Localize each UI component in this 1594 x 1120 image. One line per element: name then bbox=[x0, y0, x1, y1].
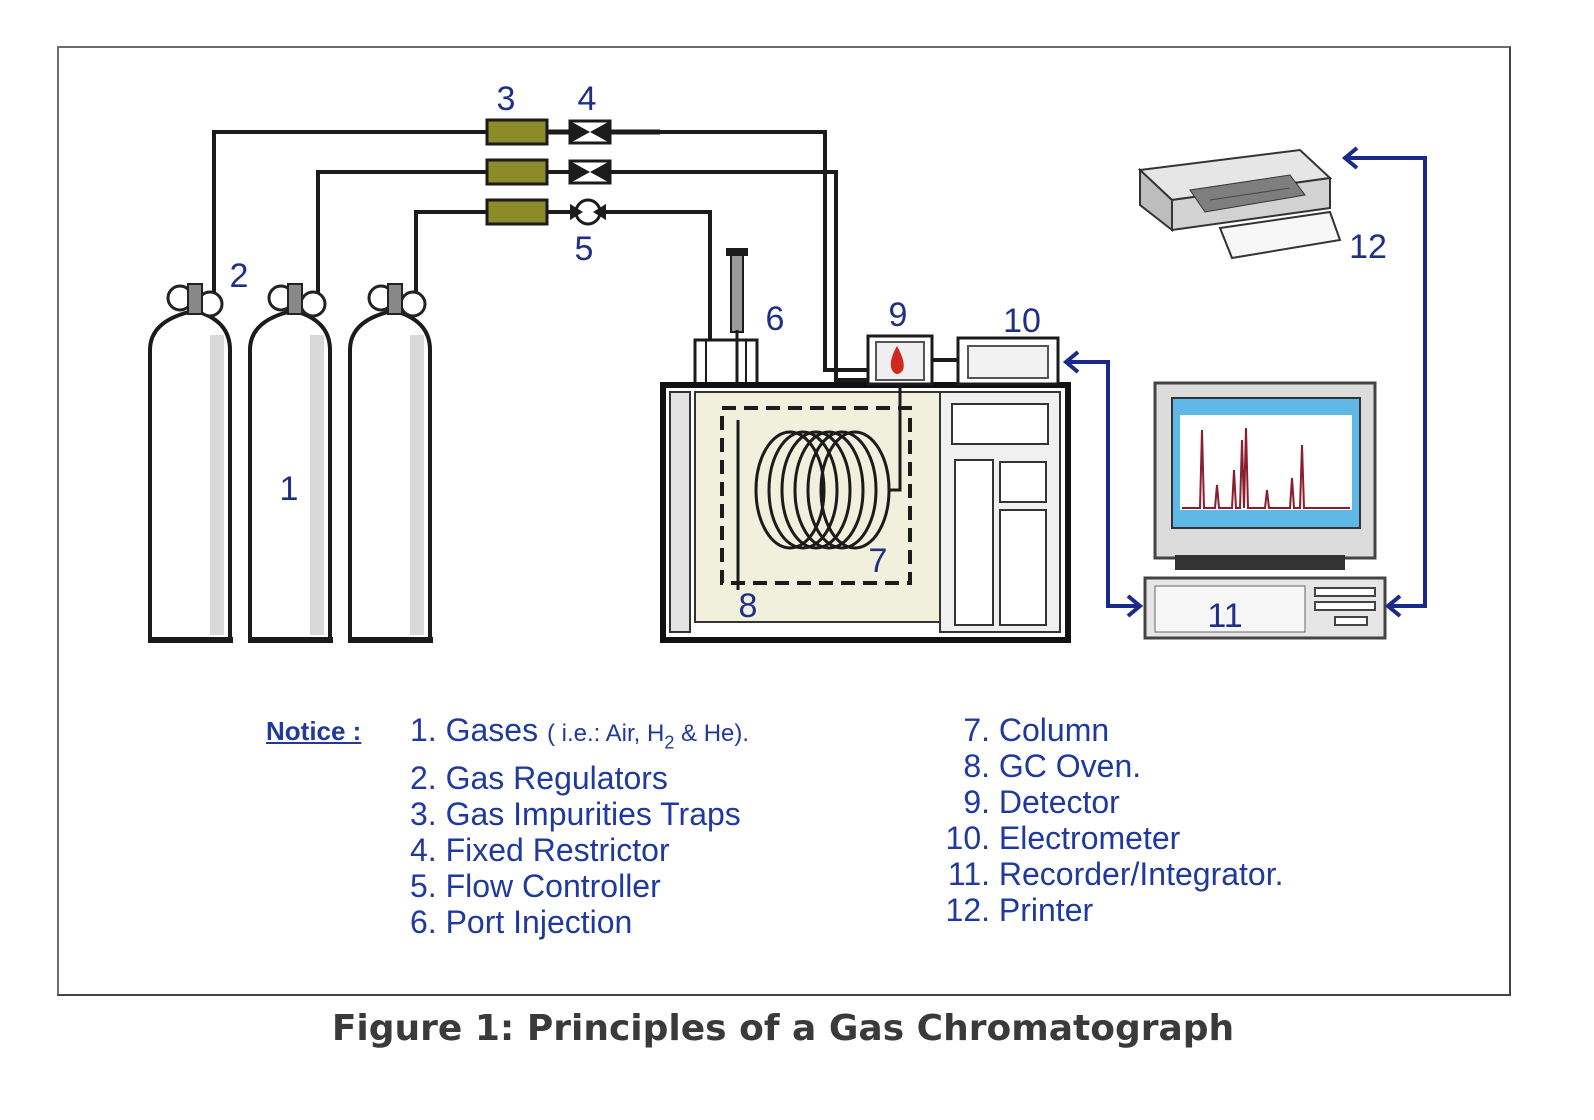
legend-num: 5. bbox=[410, 868, 437, 905]
label-11: 11 bbox=[1207, 597, 1242, 635]
electrometer bbox=[956, 336, 1060, 386]
flame-icon bbox=[890, 346, 904, 374]
impurity-traps bbox=[485, 118, 549, 226]
label-2: 2 bbox=[230, 257, 249, 295]
legend-sub-3: & He). bbox=[674, 720, 750, 747]
legend-num: 1. bbox=[410, 712, 437, 748]
legend-item-7: 7. Column bbox=[942, 712, 1283, 748]
legend-text: GC Oven. bbox=[998, 748, 1142, 784]
label-3: 3 bbox=[497, 80, 516, 118]
injection-port bbox=[693, 248, 759, 590]
legend-text: Port Injection bbox=[445, 904, 633, 941]
gc-oven bbox=[660, 382, 1071, 643]
legend-right: 7. Column 8. GC Oven. 9. Detector 10. El… bbox=[942, 712, 1284, 928]
gas-cylinders bbox=[148, 283, 433, 643]
label-12: 12 bbox=[1349, 228, 1387, 266]
legend-num: 3. bbox=[410, 796, 437, 833]
legend-sub: ( i.e.: Air, H bbox=[546, 720, 665, 747]
gas-cylinder-3 bbox=[348, 283, 433, 643]
legend-num: 6. bbox=[410, 904, 437, 941]
detector bbox=[866, 334, 960, 386]
legend-text: Fixed Restrictor bbox=[445, 832, 670, 869]
legend-num: 2. bbox=[410, 760, 437, 797]
label-5: 5 bbox=[575, 230, 594, 268]
printer bbox=[1137, 148, 1342, 260]
legend-item-3: 3. Gas Impurities Traps bbox=[410, 796, 749, 832]
legend-item-1: 1. Gases ( i.e.: Air, H2 & He). bbox=[410, 712, 749, 760]
restrictor-valve-1 bbox=[568, 119, 612, 145]
trap-1 bbox=[485, 118, 549, 146]
legend-text: Gas Impurities Traps bbox=[445, 796, 741, 833]
component-labels: 1 2 3 4 5 6 7 8 9 10 11 12 bbox=[230, 80, 1387, 635]
legend-item-11: 11. Recorder/Integrator. bbox=[942, 856, 1284, 892]
fixed-restrictors bbox=[568, 119, 612, 185]
signal-lines bbox=[1062, 146, 1427, 618]
legend-text: Printer bbox=[998, 892, 1094, 928]
chromatogram-trace bbox=[1182, 427, 1350, 509]
legend-item-4: 4. Fixed Restrictor bbox=[410, 832, 749, 868]
label-8: 8 bbox=[739, 587, 758, 625]
legend-num: 4. bbox=[410, 832, 437, 869]
gas-cylinder-2 bbox=[248, 283, 333, 643]
gas-cylinder-1 bbox=[148, 283, 233, 643]
label-4: 4 bbox=[578, 80, 597, 118]
label-6: 6 bbox=[766, 300, 785, 338]
column-coil bbox=[736, 385, 902, 590]
legend-text: Gases bbox=[445, 712, 539, 748]
gas-lines bbox=[212, 129, 872, 382]
legend-sub-2: 2 bbox=[664, 732, 675, 753]
trap-2 bbox=[485, 158, 549, 186]
label-1: 1 bbox=[280, 470, 299, 508]
legend-item-12: 12. Printer bbox=[942, 892, 1283, 928]
label-7: 7 bbox=[869, 542, 888, 580]
legend-item-9: 9. Detector bbox=[942, 784, 1283, 820]
figure-caption: Figure 1: Principles of a Gas Chromatogr… bbox=[331, 1008, 1235, 1049]
computer bbox=[1143, 381, 1387, 640]
legend-item-5: 5. Flow Controller bbox=[410, 868, 749, 904]
legend-text: Column bbox=[998, 712, 1110, 748]
legend-num: 10. bbox=[945, 820, 990, 856]
label-10: 10 bbox=[1003, 302, 1041, 340]
trap-3 bbox=[485, 198, 549, 226]
legend-item-2: 2. Gas Regulators bbox=[410, 760, 749, 796]
legend-num: 7. bbox=[963, 712, 990, 748]
legend-item-6: 6. Port Injection bbox=[410, 904, 749, 940]
legend-text: Flow Controller bbox=[445, 868, 661, 905]
legend-text: Electrometer bbox=[998, 820, 1181, 856]
legend-num: 12. bbox=[945, 892, 990, 928]
legend-num: 9. bbox=[963, 784, 990, 820]
label-9: 9 bbox=[889, 296, 908, 334]
legend-title: Notice : bbox=[266, 716, 362, 746]
legend-text: Recorder/Integrator. bbox=[998, 856, 1284, 892]
legend-left: 1. Gases ( i.e.: Air, H2 & He). 2. Gas R… bbox=[410, 712, 749, 940]
legend-text: Gas Regulators bbox=[445, 760, 668, 797]
restrictor-valve-2 bbox=[568, 159, 612, 185]
legend-num: 8. bbox=[963, 748, 990, 784]
legend-num: 11. bbox=[947, 856, 990, 892]
legend-item-8: 8. GC Oven. bbox=[942, 748, 1283, 784]
legend-text: Detector bbox=[998, 784, 1120, 820]
legend-item-10: 10. Electrometer bbox=[942, 820, 1283, 856]
flow-controller bbox=[570, 198, 606, 226]
